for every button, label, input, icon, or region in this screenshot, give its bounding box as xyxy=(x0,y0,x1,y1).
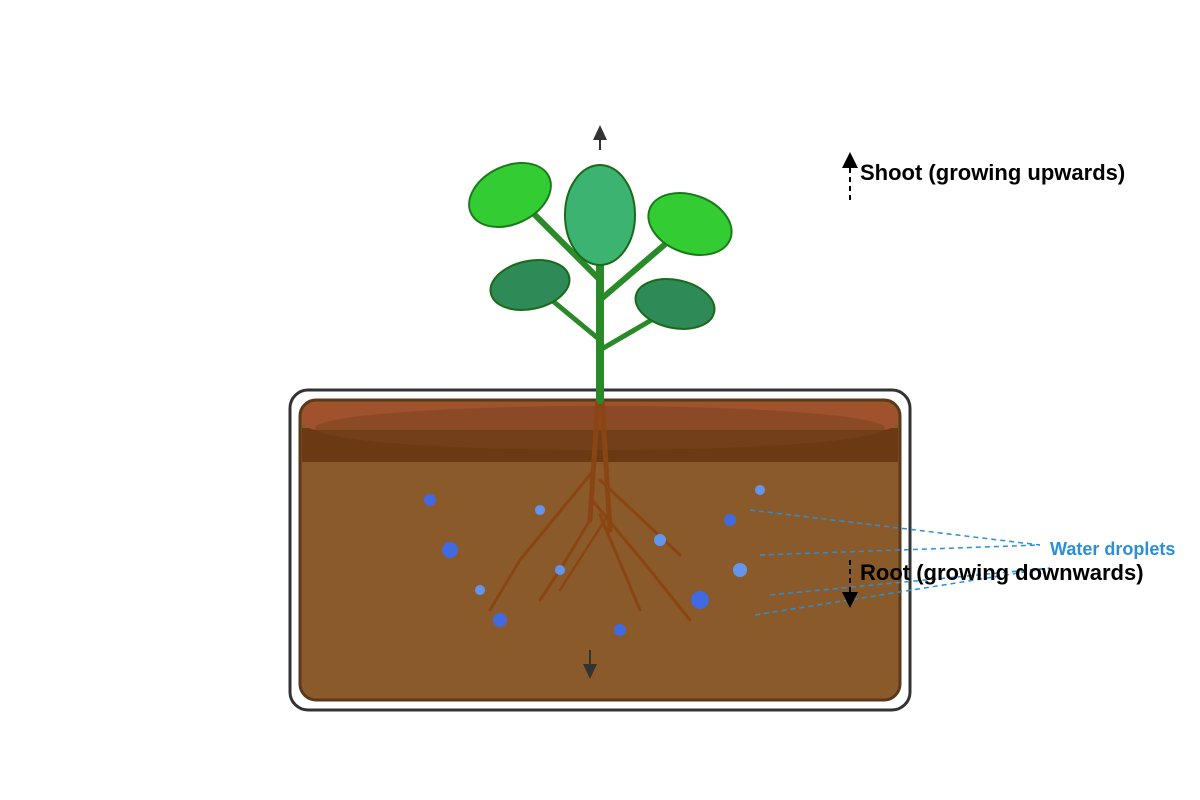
water-droplet xyxy=(614,624,626,636)
shoot-label: Shoot (growing upwards) xyxy=(860,160,1125,185)
water-droplets-label: Water droplets xyxy=(1050,539,1175,559)
water-leader-lines xyxy=(749,509,1051,616)
root-main-right xyxy=(599,397,613,533)
leaf-lower-right xyxy=(634,278,716,330)
water-droplets xyxy=(424,485,765,636)
water-droplet xyxy=(733,563,747,577)
soil-surface-shadow xyxy=(315,406,885,450)
water-droplet xyxy=(493,613,507,627)
leaf-upper-right xyxy=(647,192,733,256)
water-droplet xyxy=(755,485,765,495)
growth-arrow-down xyxy=(583,650,597,679)
branch xyxy=(527,207,603,283)
roots xyxy=(488,397,692,622)
water-droplet xyxy=(535,505,545,515)
water-droplet xyxy=(654,534,666,546)
growth-arrow-up xyxy=(593,125,607,150)
water-droplet xyxy=(442,542,458,558)
leaves xyxy=(468,162,733,330)
leaf-top-center xyxy=(564,164,636,266)
leaf-upper-left xyxy=(468,162,552,228)
water-droplet xyxy=(724,514,736,526)
root-branch xyxy=(558,518,607,592)
branch xyxy=(545,294,603,343)
branch xyxy=(597,315,658,353)
water-droplet xyxy=(555,565,565,575)
water-droplet xyxy=(475,585,485,595)
stem xyxy=(527,207,673,404)
root-label: Root (growing downwards) xyxy=(860,560,1144,585)
root-branch xyxy=(598,513,642,612)
branch xyxy=(597,237,673,303)
water-droplet xyxy=(424,494,436,506)
leaf-lower-left xyxy=(489,259,571,311)
root-branch xyxy=(488,468,596,612)
root-branch xyxy=(598,478,682,557)
root-branch xyxy=(590,498,692,622)
water-droplet xyxy=(691,591,709,609)
